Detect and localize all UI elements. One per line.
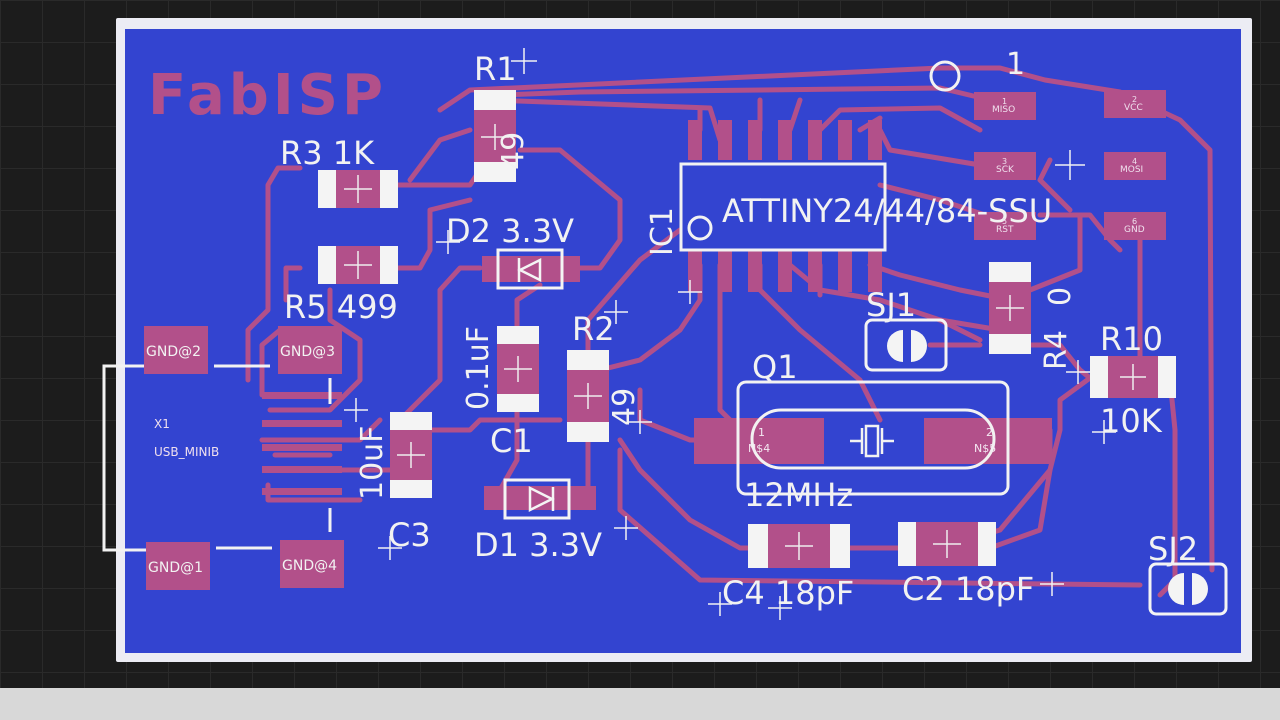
q1-inner-outline — [750, 408, 996, 470]
usb-connector-outline — [102, 364, 146, 552]
q1-value-label: 12MHz — [744, 476, 853, 514]
r4-ref-label: R4 — [1039, 330, 1074, 370]
ic1-outline — [679, 162, 887, 252]
usb-pad-gnd1 — [146, 542, 210, 590]
r10-ref-label: R10 — [1100, 320, 1163, 358]
usb-signal-pad — [262, 488, 342, 495]
isp-vcc-label: VCC — [1124, 103, 1143, 113]
c3-body — [390, 412, 432, 498]
d2-body — [482, 248, 580, 290]
smd-components — [318, 90, 1228, 616]
isp-gnd-label: GND — [1124, 225, 1145, 235]
d1-body — [484, 478, 596, 520]
r1-ref-label: R1 — [474, 50, 517, 88]
r4-value-label: 0 — [1043, 287, 1078, 306]
ic1-ref-label: IC1 — [645, 207, 680, 256]
q1-ref-label: Q1 — [752, 348, 798, 386]
c1-body — [497, 326, 539, 412]
q1-outline — [736, 380, 1010, 496]
c2-label: C2 18pF — [902, 570, 1034, 608]
isp-pin1-number: 1 — [1002, 97, 1007, 106]
usb-pad-gnd4 — [280, 540, 344, 588]
sj1-ref-label: SJ1 — [866, 286, 916, 324]
r3-label: R3 1K — [280, 134, 375, 172]
isp-sck-label: SCK — [996, 165, 1015, 175]
c3-value-label: 10uF — [355, 426, 390, 500]
d2-label: D2 3.3V — [446, 212, 574, 250]
sj2-body — [1148, 562, 1228, 616]
usb-signal-pad — [262, 420, 342, 427]
silkscreen — [102, 60, 1010, 552]
c1-value-label: 0.1uF — [461, 326, 496, 410]
q1-pin1-label: 1 — [758, 426, 765, 439]
sj1-body — [864, 318, 948, 372]
usb-gnd1-label: GND@1 — [148, 560, 203, 576]
c1-ref-label: C1 — [490, 422, 533, 460]
isp-pin4-number: 4 — [1132, 157, 1137, 166]
isp-pad-rst — [974, 212, 1036, 240]
isp-pin6-number: 6 — [1132, 217, 1137, 226]
q1-pin2-net: N$5 — [974, 442, 996, 455]
x1-value-label: USB_MINIB — [154, 445, 219, 459]
sj2-ref-label: SJ2 — [1148, 530, 1198, 568]
r2-value-label: 49 — [607, 388, 642, 426]
header-pin1-circle — [929, 60, 961, 92]
r5-body — [318, 246, 398, 284]
r4-body — [989, 262, 1031, 354]
usb-gnd3-label: GND@3 — [280, 344, 335, 360]
isp-rst-label: RST — [996, 225, 1014, 235]
bottom-panel — [0, 688, 1280, 720]
r1-value-label: 49 — [496, 132, 531, 170]
isp-pad-vcc — [1104, 90, 1166, 118]
isp-pin3-number: 3 — [1002, 157, 1007, 166]
isp-mosi-label: MOSI — [1120, 165, 1143, 175]
traces — [245, 65, 1215, 598]
usb-pad-gnd2 — [144, 326, 208, 374]
usb-signal-pad — [262, 466, 342, 473]
usb-gnd2-label: GND@2 — [146, 344, 201, 360]
ic1-pins-top — [688, 120, 882, 160]
c4-body — [748, 524, 850, 568]
usb-pad-gnd3 — [278, 326, 342, 374]
isp-pad-gnd — [1104, 212, 1166, 240]
isp-pad-sck — [974, 152, 1036, 180]
labels: FabISP R1 49 R3 1K R5 499 D2 3.3V D1 3.3… — [146, 47, 1198, 612]
isp-miso-label: MISO — [992, 105, 1015, 115]
r10-body — [1090, 356, 1176, 398]
copper-pads — [144, 90, 1166, 590]
ic1-pins-bottom — [688, 250, 882, 292]
r1-body — [474, 90, 516, 182]
r10-value-label: 10K — [1100, 402, 1163, 440]
origin-markers — [344, 48, 1116, 620]
r2-ref-label: R2 — [572, 310, 615, 348]
r3-body — [318, 170, 398, 208]
isp-pad-mosi — [1104, 152, 1166, 180]
header-pin1-label: 1 — [1006, 47, 1025, 82]
usb-gnd4-label: GND@4 — [282, 558, 337, 574]
x1-ref-label: X1 — [154, 417, 170, 431]
r5-label: R5 499 — [284, 288, 398, 326]
ic1-value-label: ATTINY24/44/84-SSU — [722, 192, 1052, 230]
q1-pin1-net: N$4 — [748, 442, 770, 455]
r2-body — [567, 350, 609, 442]
c3-ref-label: C3 — [388, 516, 431, 554]
q1-pin2-label: 2 — [986, 426, 993, 439]
usb-signal-pad — [262, 444, 342, 451]
ic1-pin1-dot — [687, 215, 713, 241]
c2-body — [898, 522, 996, 566]
usb-signal-pad — [262, 392, 342, 399]
isp-pin5-number: 5 — [1002, 217, 1007, 226]
isp-pad-miso — [974, 92, 1036, 120]
d1-label: D1 3.3V — [474, 526, 602, 564]
board-brand-label: FabISP — [148, 63, 387, 128]
c4-label: C4 18pF — [722, 574, 854, 612]
isp-pin2-number: 2 — [1132, 95, 1137, 104]
